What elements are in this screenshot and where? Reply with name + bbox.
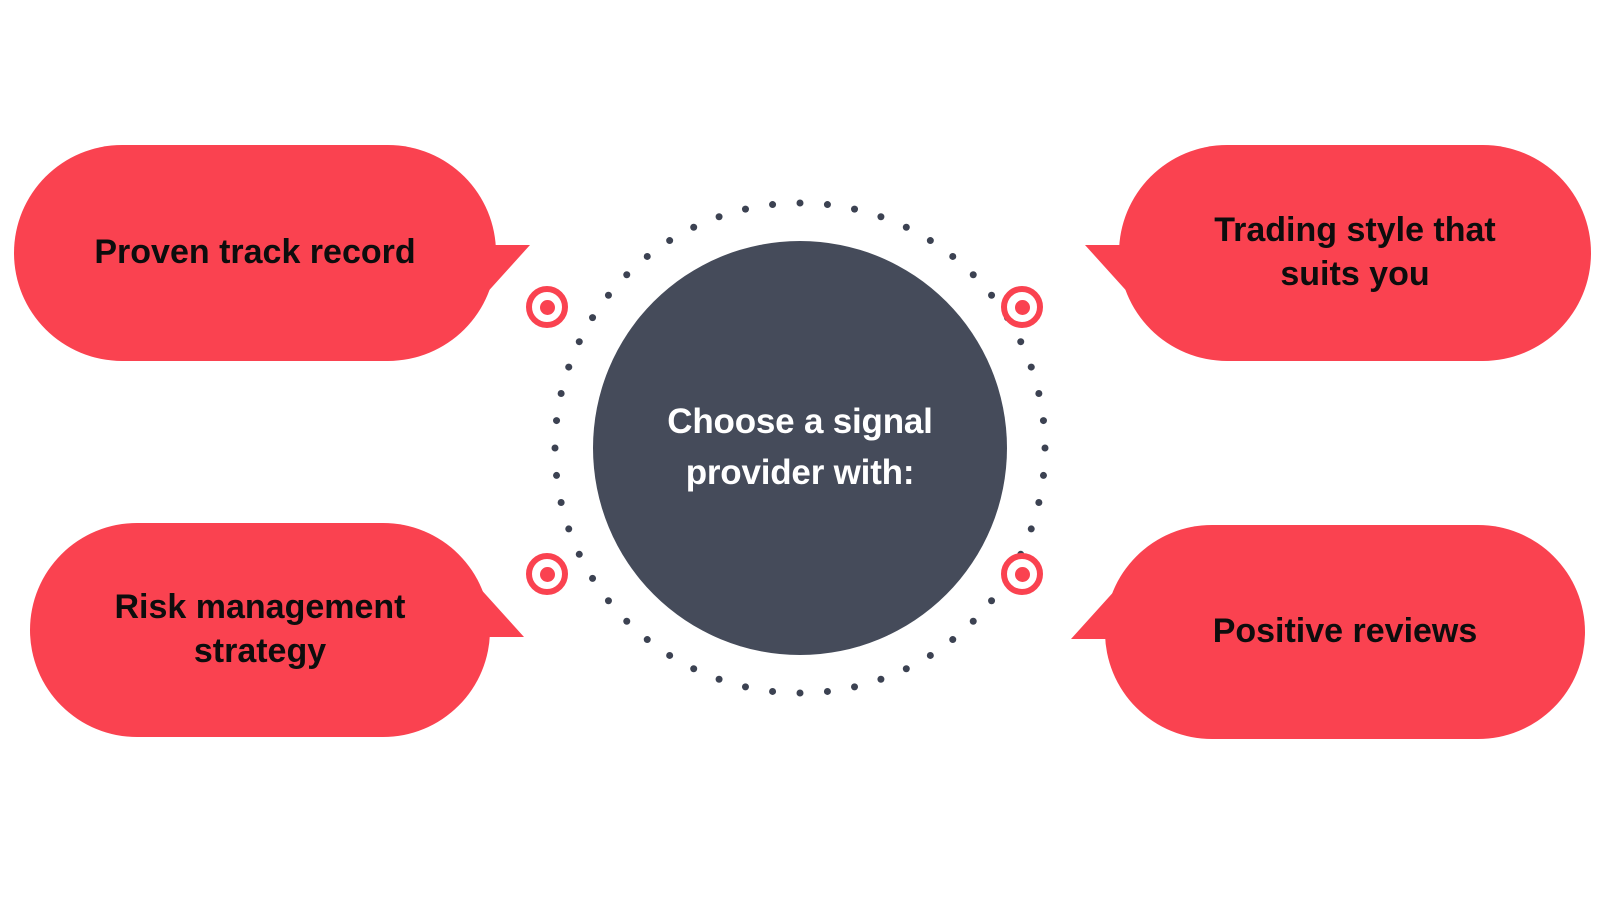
- node-bubble-positive-reviews[interactable]: Positive reviews: [1071, 525, 1585, 739]
- target-icon-trading-style[interactable]: [1001, 286, 1043, 328]
- bubble-tail-risk-management: [468, 575, 524, 637]
- center-label: Choose a signal provider with:: [667, 402, 933, 492]
- node-bubble-risk-management[interactable]: Risk management strategy: [30, 523, 524, 737]
- target-icon-risk-management[interactable]: [526, 553, 568, 595]
- node-label-risk-management: Risk management strategy: [114, 588, 406, 670]
- node-label-positive-reviews: Positive reviews: [1212, 612, 1478, 651]
- bubble-tail-trading-style: [1085, 245, 1141, 307]
- center-circle: Choose a signal provider with:: [593, 241, 1007, 655]
- target-icon-proven-track-record[interactable]: [526, 286, 568, 328]
- node-bubble-trading-style[interactable]: Trading style that suits you: [1085, 145, 1591, 361]
- target-icon-positive-reviews[interactable]: [1001, 553, 1043, 595]
- node-label-trading-style: Trading style that suits you: [1214, 211, 1496, 293]
- node-label-proven-track-record: Proven track record: [94, 233, 416, 272]
- bubble-tail-positive-reviews: [1071, 577, 1127, 639]
- bubble-tail-proven-track-record: [474, 245, 530, 307]
- node-bubble-proven-track-record[interactable]: Proven track record: [14, 145, 530, 361]
